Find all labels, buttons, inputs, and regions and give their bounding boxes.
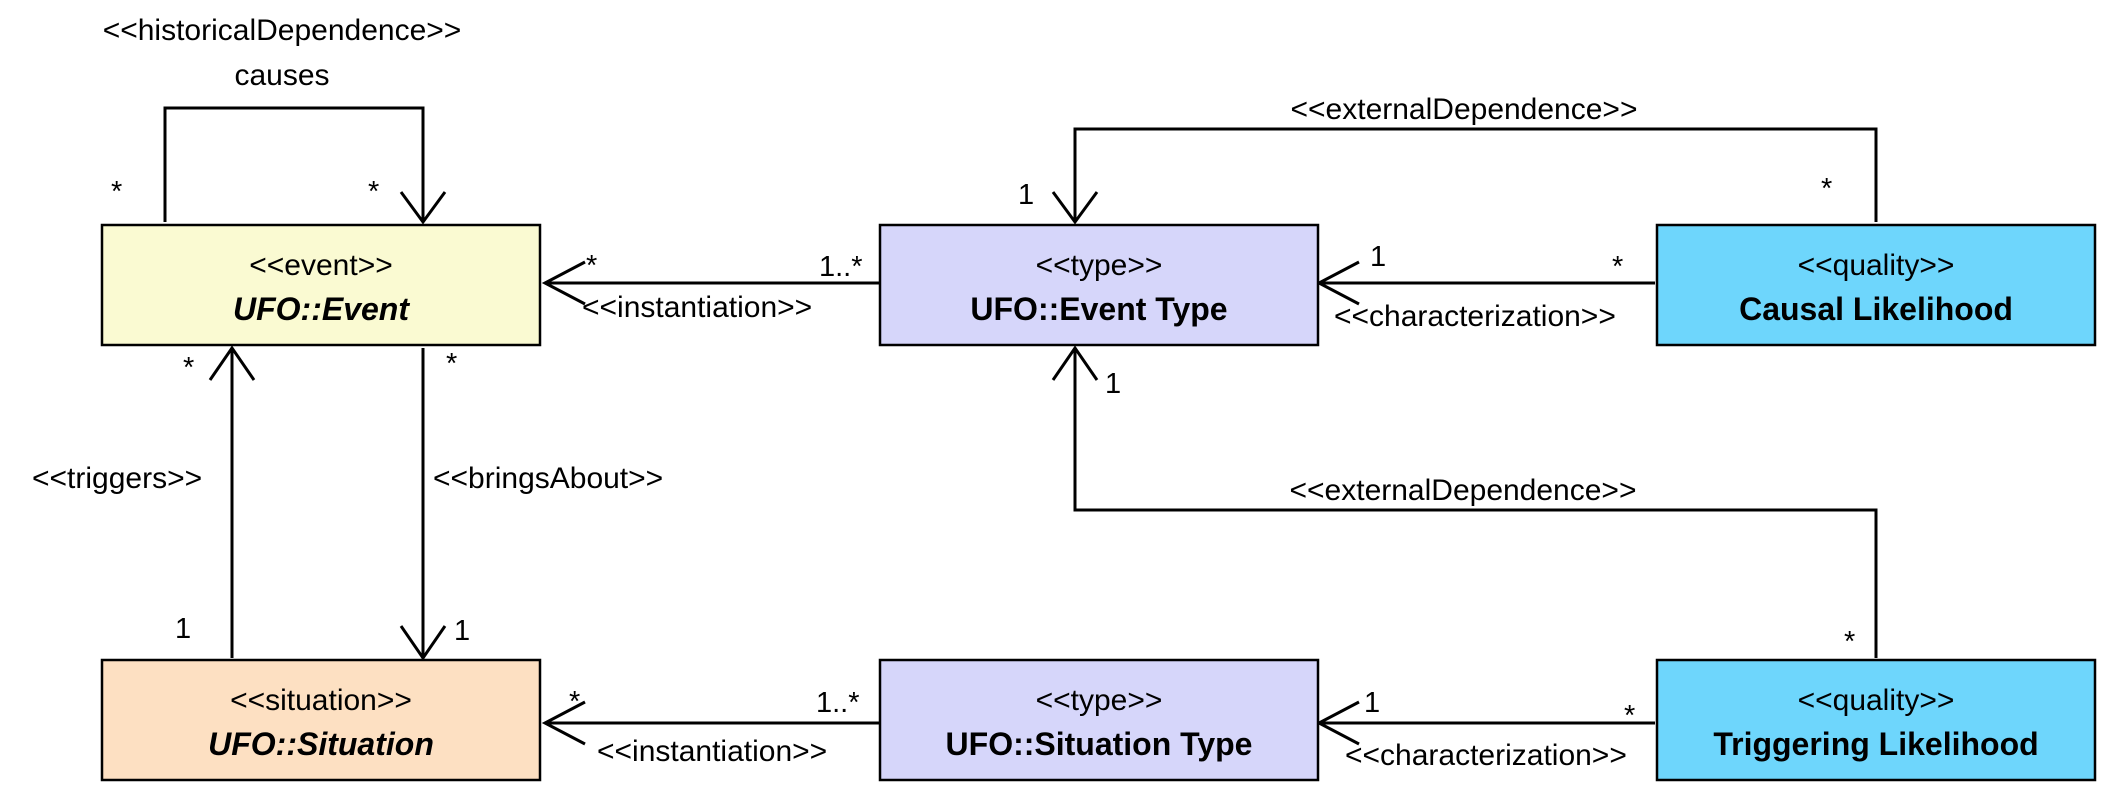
causal-external-arrowhead xyxy=(1051,191,1099,225)
triggering-external-source-multiplicity: * xyxy=(1844,626,1855,658)
causes-stereotype-label: <<historicalDependence>> xyxy=(103,14,462,47)
event-instantiation-arrowhead xyxy=(541,260,586,306)
class-situation-box xyxy=(100,658,542,782)
triggers-edge xyxy=(208,345,256,658)
class-triggering-likelihood[interactable]: <<quality>> Triggering Likelihood xyxy=(1655,658,2097,782)
class-causal-likelihood[interactable]: <<quality>> Causal Likelihood xyxy=(1655,223,2097,347)
class-situation-type-stereotype: <<type>> xyxy=(1036,684,1163,717)
class-event[interactable]: <<event>> UFO::Event xyxy=(100,223,542,347)
situation-characterization-source-multiplicity: * xyxy=(1624,700,1635,732)
causal-external-dependence-edge xyxy=(1051,127,1878,225)
class-event-type[interactable]: <<type>> UFO::Event Type xyxy=(878,223,1320,347)
triggering-external-arrowhead xyxy=(1051,345,1099,381)
class-situation-name: UFO::Situation xyxy=(208,726,434,762)
class-triggering-likelihood-stereotype: <<quality>> xyxy=(1798,684,1955,717)
class-causal-likelihood-name: Causal Likelihood xyxy=(1739,291,2013,327)
class-situation-type-box xyxy=(878,658,1320,782)
brings-about-target-multiplicity: 1 xyxy=(454,615,470,647)
brings-about-label: <<bringsAbout>> xyxy=(433,462,663,495)
situation-instantiation-arrowhead xyxy=(541,700,586,746)
brings-about-source-multiplicity: * xyxy=(446,348,457,380)
triggers-source-multiplicity: 1 xyxy=(175,613,191,645)
causal-external-target-multiplicity: 1 xyxy=(1018,179,1034,211)
class-situation-type-name: UFO::Situation Type xyxy=(946,726,1253,762)
triggering-external-target-multiplicity: 1 xyxy=(1105,368,1121,400)
triggers-target-multiplicity: * xyxy=(183,352,194,384)
event-instantiation-label: <<instantiation>> xyxy=(582,291,812,324)
triggers-arrowhead xyxy=(208,345,256,381)
causal-external-source-multiplicity: * xyxy=(1821,173,1832,205)
causal-external-dependence-label: <<externalDependence>> xyxy=(1291,93,1638,126)
causes-name-label: causes xyxy=(234,59,329,92)
causes-arrowhead xyxy=(399,191,447,225)
class-situation[interactable]: <<situation>> UFO::Situation xyxy=(100,658,542,782)
situation-characterization-target-multiplicity: 1 xyxy=(1364,687,1380,719)
causes-association xyxy=(163,106,447,225)
event-instantiation-target-multiplicity: * xyxy=(586,250,597,282)
class-situation-type[interactable]: <<type>> UFO::Situation Type xyxy=(878,658,1320,782)
event-instantiation-edge xyxy=(541,260,880,306)
triggering-external-dependence-edge xyxy=(1051,345,1878,658)
class-event-type-stereotype: <<type>> xyxy=(1036,249,1163,282)
class-event-type-name: UFO::Event Type xyxy=(970,291,1227,327)
event-characterization-source-multiplicity: * xyxy=(1612,251,1623,283)
class-triggering-likelihood-box xyxy=(1655,658,2097,782)
triggers-label: <<triggers>> xyxy=(32,462,202,495)
situation-instantiation-edge xyxy=(541,700,880,746)
event-characterization-target-multiplicity: 1 xyxy=(1370,241,1386,273)
class-event-name: UFO::Event xyxy=(233,291,410,327)
brings-about-edge xyxy=(399,348,447,661)
situation-instantiation-source-multiplicity: 1..* xyxy=(816,687,860,719)
class-causal-likelihood-box xyxy=(1655,223,2097,347)
event-characterization-label: <<characterization>> xyxy=(1334,300,1616,333)
event-instantiation-source-multiplicity: 1..* xyxy=(819,251,863,283)
class-triggering-likelihood-name: Triggering Likelihood xyxy=(1713,726,2038,762)
class-situation-stereotype: <<situation>> xyxy=(230,684,412,717)
causes-target-multiplicity: * xyxy=(368,176,379,208)
class-event-type-box xyxy=(878,223,1320,347)
triggering-external-dependence-label: <<externalDependence>> xyxy=(1290,474,1637,507)
class-causal-likelihood-stereotype: <<quality>> xyxy=(1798,249,1955,282)
class-event-box xyxy=(100,223,542,347)
class-event-stereotype: <<event>> xyxy=(249,249,392,282)
brings-about-arrowhead xyxy=(399,625,447,661)
situation-characterization-label: <<characterization>> xyxy=(1345,739,1627,772)
situation-instantiation-label: <<instantiation>> xyxy=(597,735,827,768)
causes-source-multiplicity: * xyxy=(111,176,122,208)
situation-instantiation-target-multiplicity: * xyxy=(569,686,580,718)
